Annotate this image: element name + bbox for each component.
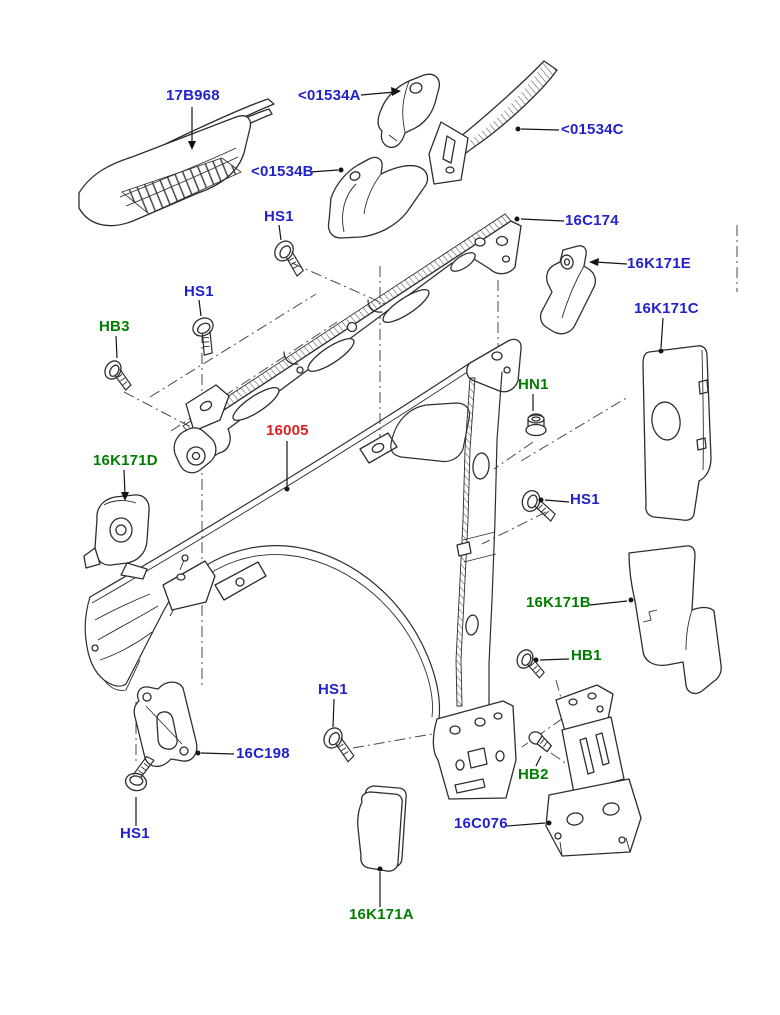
part-17B968-vent-grille — [78, 98, 275, 227]
part-label-HB3: HB3 — [99, 318, 130, 335]
part-01534B-bracket — [327, 156, 429, 239]
hs1-screw — [268, 236, 313, 278]
part-label-01534C: <01534C — [561, 121, 624, 138]
part-label-HS1-mid-left: HS1 — [318, 681, 348, 698]
part-16C198-bracket — [133, 681, 198, 768]
hb2-stud — [525, 729, 555, 753]
hs1-screw — [186, 313, 227, 358]
part-label-16K171E: 16K171E — [627, 255, 691, 272]
part-16K171D-bracket — [83, 494, 150, 580]
part-16K171C-panel — [642, 345, 712, 521]
part-16C076-bracket — [545, 684, 642, 857]
part-16C174-rail — [173, 213, 522, 474]
part-label-16K171A: 16K171A — [349, 906, 414, 923]
part-01534A-bracket — [377, 73, 440, 149]
part-label-16K171B: 16K171B — [526, 594, 591, 611]
hb3-bolt — [100, 357, 139, 392]
part-16K171E-bracket — [539, 245, 597, 335]
hs1-screw — [518, 487, 561, 523]
part-label-16K171C: 16K171C — [634, 300, 699, 317]
hs1-screw — [318, 724, 363, 764]
hardware-fasteners — [100, 236, 561, 794]
hn1-nut — [525, 413, 547, 437]
hb1-bolt — [512, 646, 551, 680]
part-label-HB1: HB1 — [571, 647, 602, 664]
part-label-01534B: <01534B — [251, 163, 314, 180]
part-label-HN1: HN1 — [518, 376, 549, 393]
part-label-16005: 16005 — [266, 422, 309, 439]
part-16K171A-pad — [357, 785, 407, 872]
part-label-HS1-bottom-left: HS1 — [120, 825, 150, 842]
part-label-16C174: 16C174 — [565, 212, 619, 229]
part-label-01534A: <01534A — [298, 87, 361, 104]
part-01534C-rail — [428, 60, 558, 185]
part-16005-fender — [84, 338, 522, 800]
part-label-16C076: 16C076 — [454, 815, 508, 832]
part-16K171B-panel — [628, 545, 722, 695]
part-label-HS1-top: HS1 — [264, 208, 294, 225]
part-label-16C198: 16C198 — [236, 745, 290, 762]
leader-lines — [115, 87, 664, 907]
part-label-HS1-upper-left: HS1 — [184, 283, 214, 300]
part-label-17B968: 17B968 — [166, 87, 220, 104]
part-label-HS1-mid-right: HS1 — [570, 491, 600, 508]
part-label-16K171D: 16K171D — [93, 452, 158, 469]
part-label-HB2: HB2 — [518, 766, 549, 783]
